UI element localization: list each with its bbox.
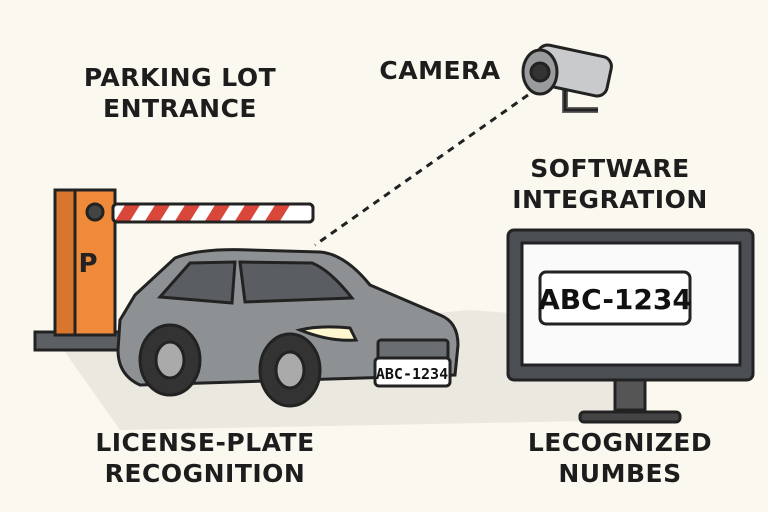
monitor xyxy=(506,228,755,424)
label-software-integration: SOFTWARE INTEGRATION xyxy=(500,153,720,215)
label-line: INTEGRATION xyxy=(512,185,708,214)
label-camera: CAMERA xyxy=(379,56,501,85)
camera-icon xyxy=(521,43,613,113)
label-line: SOFTWARE xyxy=(530,154,690,183)
camera-beam xyxy=(314,93,529,247)
monitor-plate-text: ABC-1234 xyxy=(538,283,692,316)
label-license-plate-recognition: LICENSE-PLATE RECOGNITION xyxy=(90,427,320,489)
label-line: NUMBES xyxy=(558,459,682,488)
car xyxy=(116,248,460,408)
label-line: LECOGNIZED xyxy=(527,428,713,457)
parking-sign: P xyxy=(78,249,97,279)
label-line: LICENSE-PLATE xyxy=(95,428,315,457)
label-line: ENTRANCE xyxy=(103,94,257,123)
label-line: PARKING LOT xyxy=(83,63,277,92)
label-line: RECOGNITION xyxy=(104,459,306,488)
label-parking-entrance: PARKING LOT ENTRANCE xyxy=(80,62,280,124)
label-recognized-numbers: LECOGNIZED NUMBES xyxy=(520,427,720,489)
barrier-gate xyxy=(33,188,315,352)
car-license-plate: ABC-1234 xyxy=(376,365,448,383)
